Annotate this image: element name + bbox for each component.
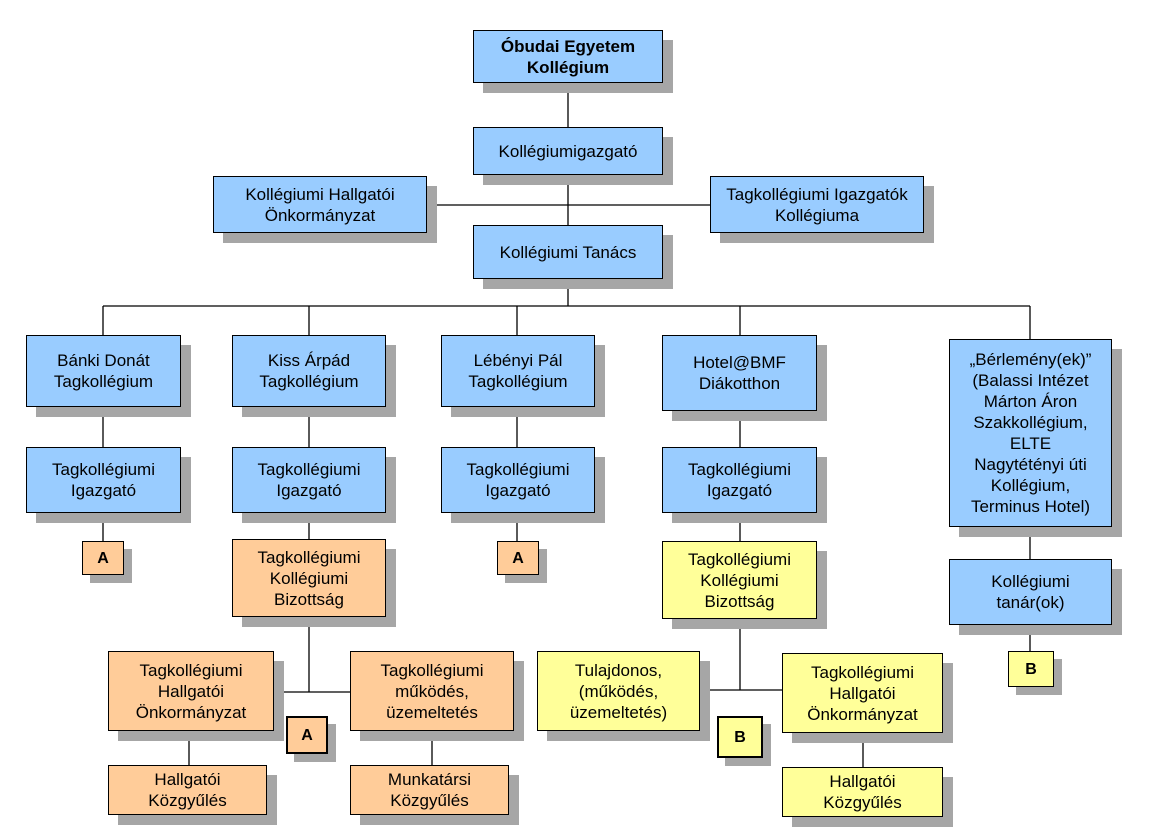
- rented-college-node: „Bérlemény(ek)” (Balassi Intézet Márton …: [949, 339, 1112, 527]
- kiss-committee-node: Tagkollégiumi Kollégiumi Bizottság: [232, 539, 386, 617]
- lebenyi-college-node: Lébényi Pál Tagkollégium: [441, 335, 595, 407]
- student-government-node: Kollégiumi Hallgatói Önkormányzat: [213, 176, 427, 233]
- hotel-marker-b: B: [717, 716, 763, 758]
- kiss-operation-node: Tagkollégiumi működés, üzemeltetés: [350, 651, 514, 731]
- hotel-college-node: Hotel@BMF Diákotthon: [662, 335, 817, 411]
- kiss-director-node: Tagkollégiumi Igazgató: [232, 447, 386, 513]
- university-node: Óbudai Egyetem Kollégium: [473, 30, 663, 83]
- banki-college-node: Bánki Donát Tagkollégium: [26, 335, 181, 407]
- kiss-marker-a: A: [286, 716, 328, 754]
- director-node: Kollégiumigazgató: [473, 127, 663, 175]
- kiss-staff-assembly-node: Munkatársi Közgyűlés: [350, 765, 509, 815]
- hotel-owner-node: Tulajdonos, (működés, üzemeltetés): [537, 651, 700, 731]
- kiss-student-assembly-node: Hallgatói Közgyűlés: [108, 765, 267, 815]
- kiss-student-government-node: Tagkollégiumi Hallgatói Önkormányzat: [108, 651, 274, 731]
- lebenyi-marker-a: A: [497, 541, 539, 575]
- hotel-student-assembly-node: Hallgatói Közgyűlés: [782, 767, 943, 817]
- teachers-node: Kollégiumi tanár(ok): [949, 559, 1112, 625]
- hotel-director-node: Tagkollégiumi Igazgató: [662, 447, 817, 513]
- council-node: Kollégiumi Tanács: [473, 225, 663, 279]
- hotel-committee-node: Tagkollégiumi Kollégiumi Bizottság: [662, 541, 817, 619]
- kiss-college-node: Kiss Árpád Tagkollégium: [232, 335, 386, 407]
- directors-college-node: Tagkollégiumi Igazgatók Kollégiuma: [710, 176, 924, 233]
- lebenyi-director-node: Tagkollégiumi Igazgató: [441, 447, 595, 513]
- rented-marker-b: B: [1008, 651, 1054, 687]
- hotel-student-government-node: Tagkollégiumi Hallgatói Önkormányzat: [782, 653, 943, 733]
- banki-director-node: Tagkollégiumi Igazgató: [26, 447, 181, 513]
- banki-marker-a: A: [82, 541, 124, 575]
